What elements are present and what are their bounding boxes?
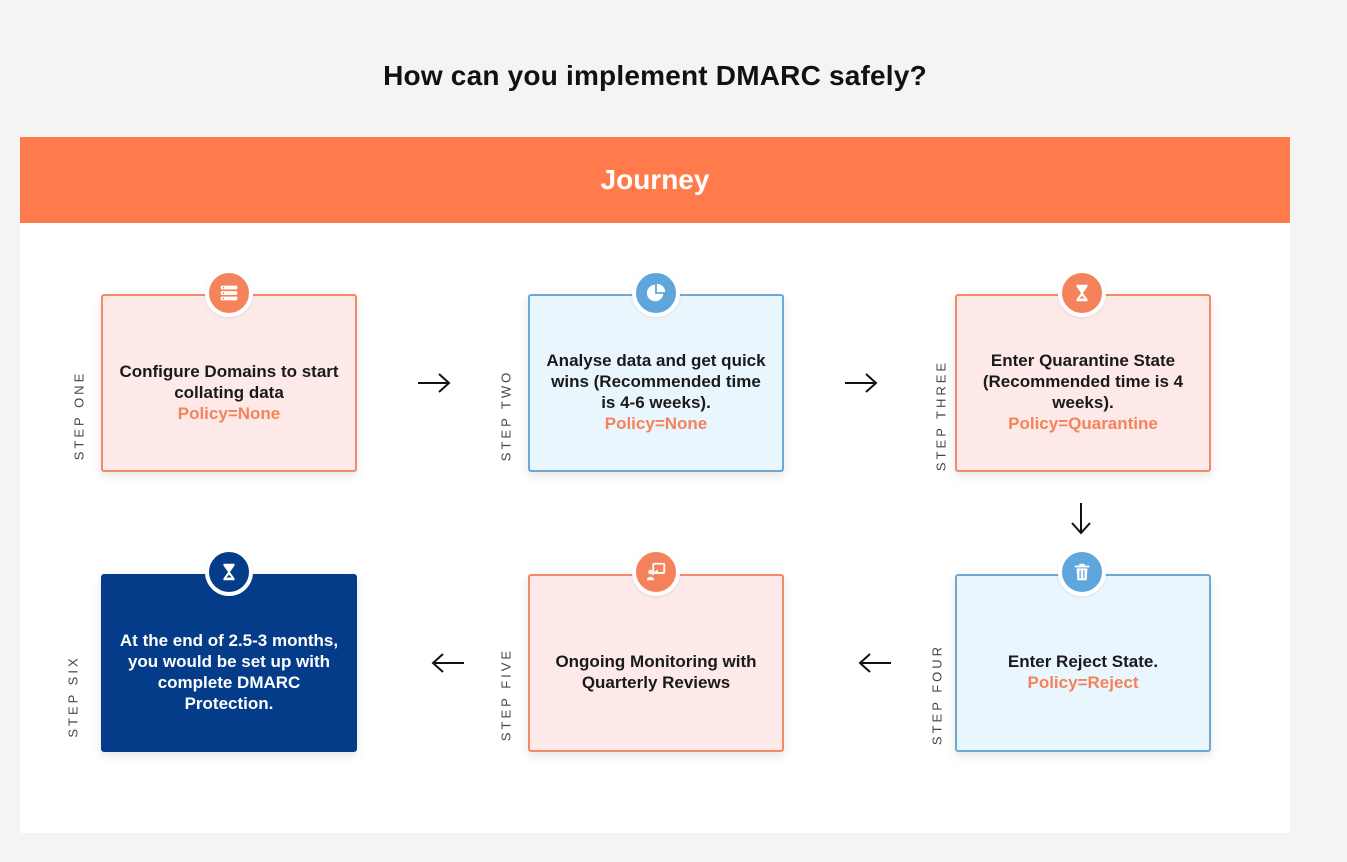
step-three-policy: Policy=Quarantine (1008, 414, 1158, 433)
step-four-card: Enter Reject State. Policy=Reject (955, 574, 1211, 752)
step-one-card: Configure Domains to start collating dat… (101, 294, 357, 472)
step-two-text: Analyse data and get quick wins (Recomme… (546, 351, 766, 412)
step-label-four: STEP FOUR (929, 643, 945, 746)
arrow-right-icon (845, 373, 878, 393)
step-six-card: At the end of 2.5-3 months, you would be… (101, 574, 357, 752)
step-four-text: Enter Reject State. (1007, 652, 1159, 671)
step-two-card: Analyse data and get quick wins (Recomme… (528, 294, 784, 472)
page-title: How can you implement DMARC safely? (383, 60, 927, 91)
step-two-policy: Policy=None (604, 414, 708, 433)
pie-chart-icon (632, 269, 680, 317)
step-label-two: STEP TWO (498, 369, 514, 462)
step-one-policy: Policy=None (177, 403, 281, 423)
arrow-left-icon (431, 653, 464, 673)
step-label-six: STEP SIX (65, 655, 81, 738)
step-four-policy: Policy=Reject (1027, 673, 1139, 692)
step-one-text: Configure Domains to start collating dat… (119, 361, 339, 402)
arrow-right-icon (418, 373, 451, 393)
step-label-three: STEP THREE (933, 359, 949, 472)
step-six-text: At the end of 2.5-3 months, you would be… (119, 631, 339, 713)
arrow-down-icon (1071, 503, 1091, 535)
step-five-text: Ongoing Monitoring with Quarterly Review… (555, 652, 757, 692)
hourglass-icon (205, 548, 253, 596)
hourglass-icon (1058, 269, 1106, 317)
server-icon (205, 269, 253, 317)
step-three-text: Enter Quarantine State (Recommended time… (982, 351, 1184, 412)
step-three-card: Enter Quarantine State (Recommended time… (955, 294, 1211, 472)
step-label-five: STEP FIVE (498, 647, 514, 742)
step-five-card: Ongoing Monitoring with Quarterly Review… (528, 574, 784, 752)
presentation-icon (632, 548, 680, 596)
journey-banner: Journey (20, 137, 1290, 223)
trash-icon (1058, 548, 1106, 596)
banner-title: Journey (600, 164, 710, 195)
arrow-left-icon (858, 653, 891, 673)
step-label-one: STEP ONE (71, 370, 87, 461)
